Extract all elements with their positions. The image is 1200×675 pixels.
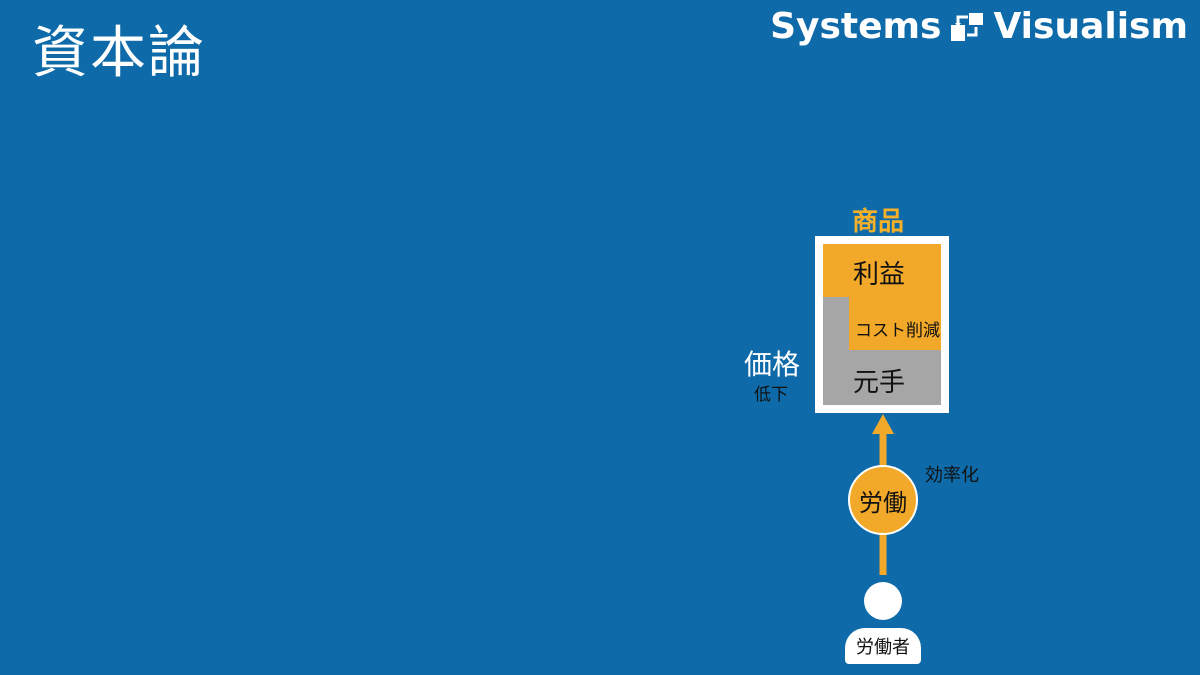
- capital-label: 元手: [853, 368, 906, 398]
- capital-segment: [823, 350, 941, 405]
- price-change-label: 低下: [754, 385, 788, 405]
- cost-reduction-segment: [849, 297, 941, 350]
- worker-body: 労働者: [845, 628, 921, 664]
- product-title: 商品: [852, 207, 905, 237]
- cost-reduction-label: コスト削減: [855, 321, 940, 341]
- profit-segment: [823, 244, 941, 297]
- worker-label: 労働者: [856, 637, 910, 658]
- brand-name-left: Systems: [770, 6, 942, 47]
- flow-arrow-head: [872, 414, 894, 434]
- brand-name-right: Visualism: [993, 6, 1188, 47]
- cost-gray-segment: [823, 297, 849, 350]
- price-label: 価格: [744, 348, 801, 381]
- flow-diagram-icon: [951, 12, 984, 41]
- brand-logo: Systems Visualism: [770, 6, 1188, 47]
- product-box: 利益 コスト削減 元手: [815, 236, 949, 413]
- page-title: 資本論: [32, 21, 206, 86]
- efficiency-label: 効率化: [925, 465, 979, 486]
- person-icon: [864, 582, 902, 620]
- labor-node: 労働: [848, 465, 918, 535]
- labor-label: 労働: [859, 488, 907, 517]
- profit-label: 利益: [853, 260, 906, 290]
